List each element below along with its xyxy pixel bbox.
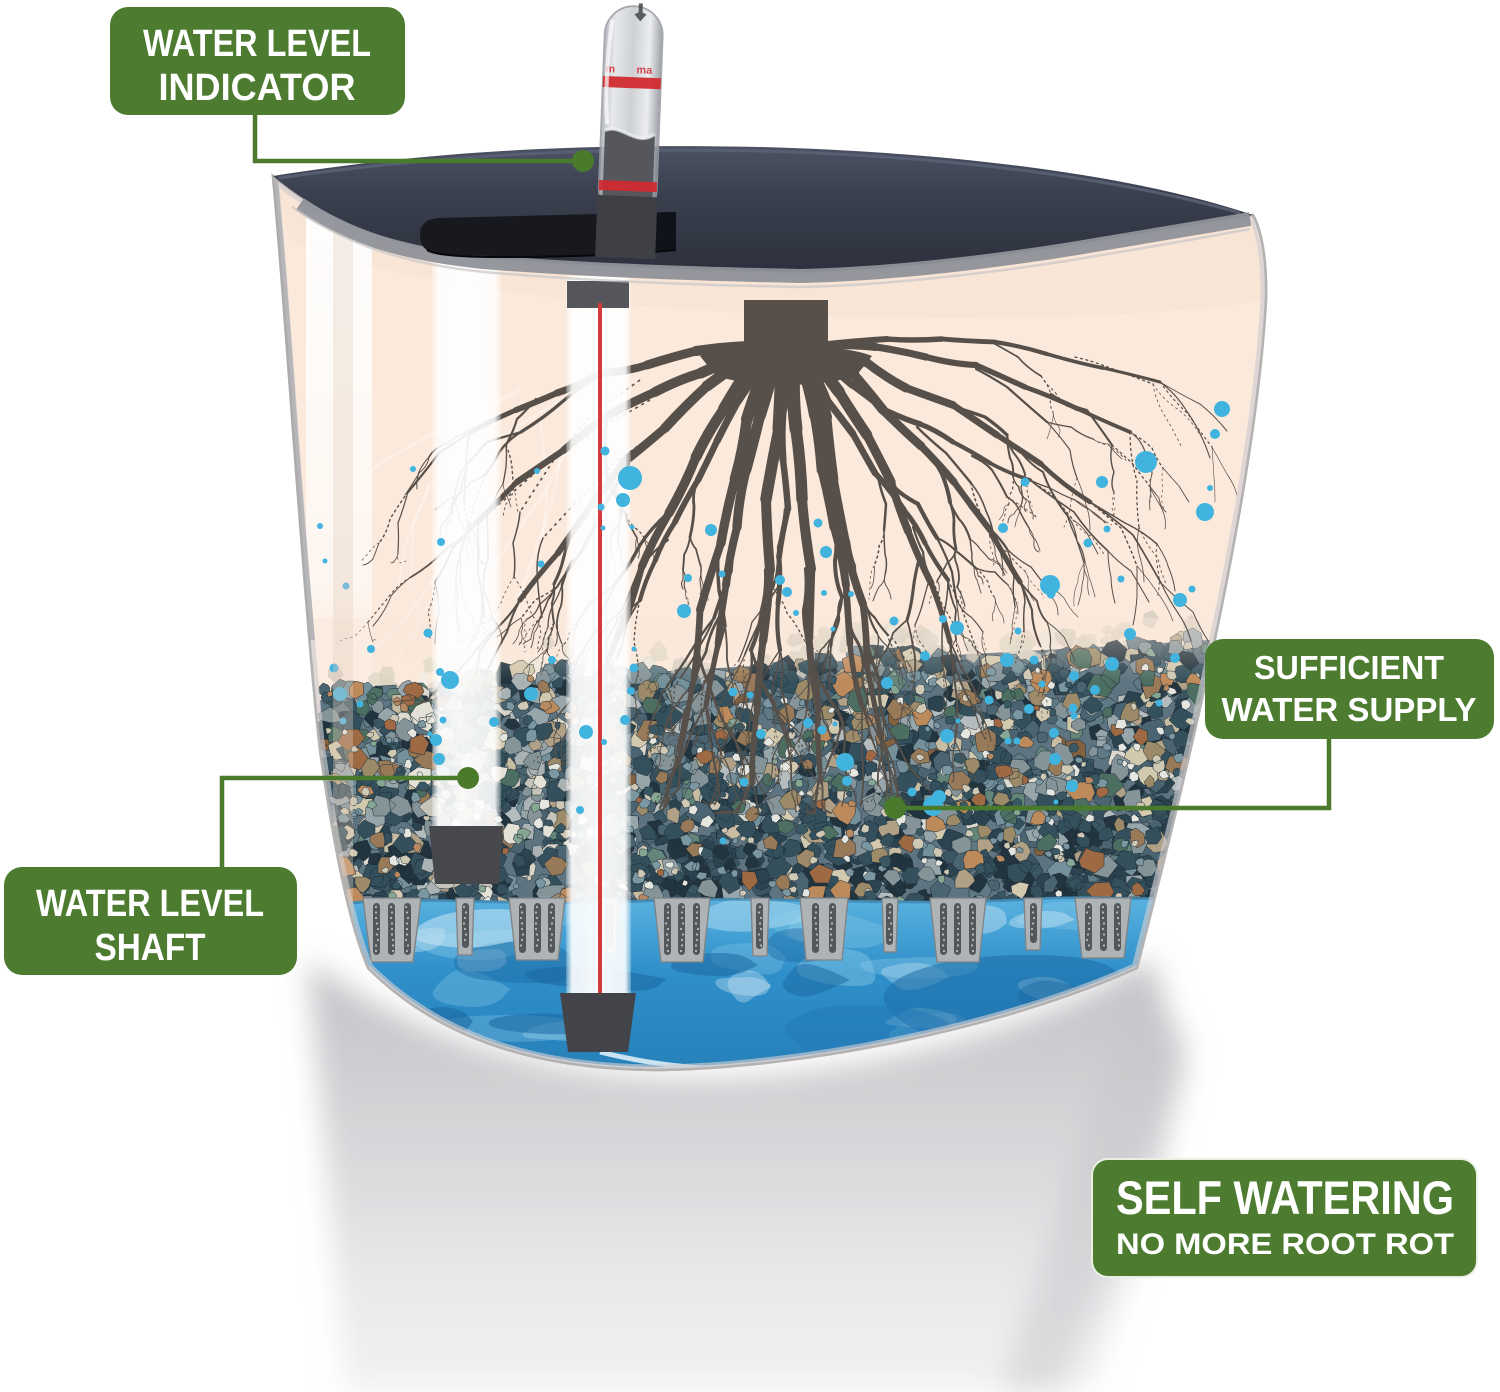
svg-text:ma: ma [636, 64, 653, 77]
svg-text:SELF WATERING: SELF WATERING [1116, 1171, 1454, 1224]
svg-text:NO MORE ROOT ROT: NO MORE ROOT ROT [1116, 1228, 1454, 1261]
svg-text:WATER SUPPLY: WATER SUPPLY [1222, 691, 1477, 728]
svg-text:m: m [605, 63, 615, 75]
svg-text:SUFFICIENT: SUFFICIENT [1254, 649, 1444, 686]
svg-text:SHAFT: SHAFT [95, 927, 206, 969]
svg-text:WATER LEVEL: WATER LEVEL [143, 23, 371, 65]
svg-text:INDICATOR: INDICATOR [159, 67, 356, 109]
svg-text:WATER LEVEL: WATER LEVEL [36, 883, 264, 925]
